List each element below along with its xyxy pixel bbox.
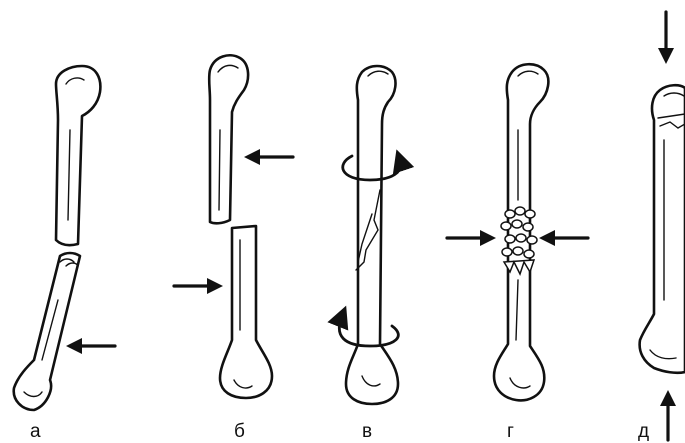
- panel-label-v: в: [362, 421, 372, 442]
- arrow-left-b: [244, 149, 293, 165]
- panel-label-b: б: [234, 421, 245, 442]
- arrow-up-d: [660, 390, 676, 440]
- panel-b: б: [174, 55, 293, 442]
- panel-a: а: [14, 66, 115, 442]
- bone-lower-fragment-a: [14, 253, 80, 410]
- bone-v: [346, 66, 398, 404]
- panel-label-d: д: [638, 421, 649, 442]
- panel-g: г: [447, 64, 588, 442]
- panel-label-a: а: [30, 421, 41, 442]
- bone-g: [494, 64, 548, 400]
- arrow-left-a: [66, 338, 115, 354]
- arrow-down-d: [658, 12, 674, 64]
- bone-lower-fragment-b: [220, 226, 272, 398]
- bone-upper-fragment-a: [56, 66, 100, 245]
- arrow-right-b: [174, 278, 223, 294]
- panel-label-g: г: [507, 421, 514, 442]
- panel-d: д: [638, 12, 685, 442]
- bone-upper-fragment-b: [209, 55, 248, 223]
- arrow-left-g: [539, 230, 588, 246]
- panel-v: в: [339, 66, 400, 442]
- arrow-right-g: [447, 230, 496, 246]
